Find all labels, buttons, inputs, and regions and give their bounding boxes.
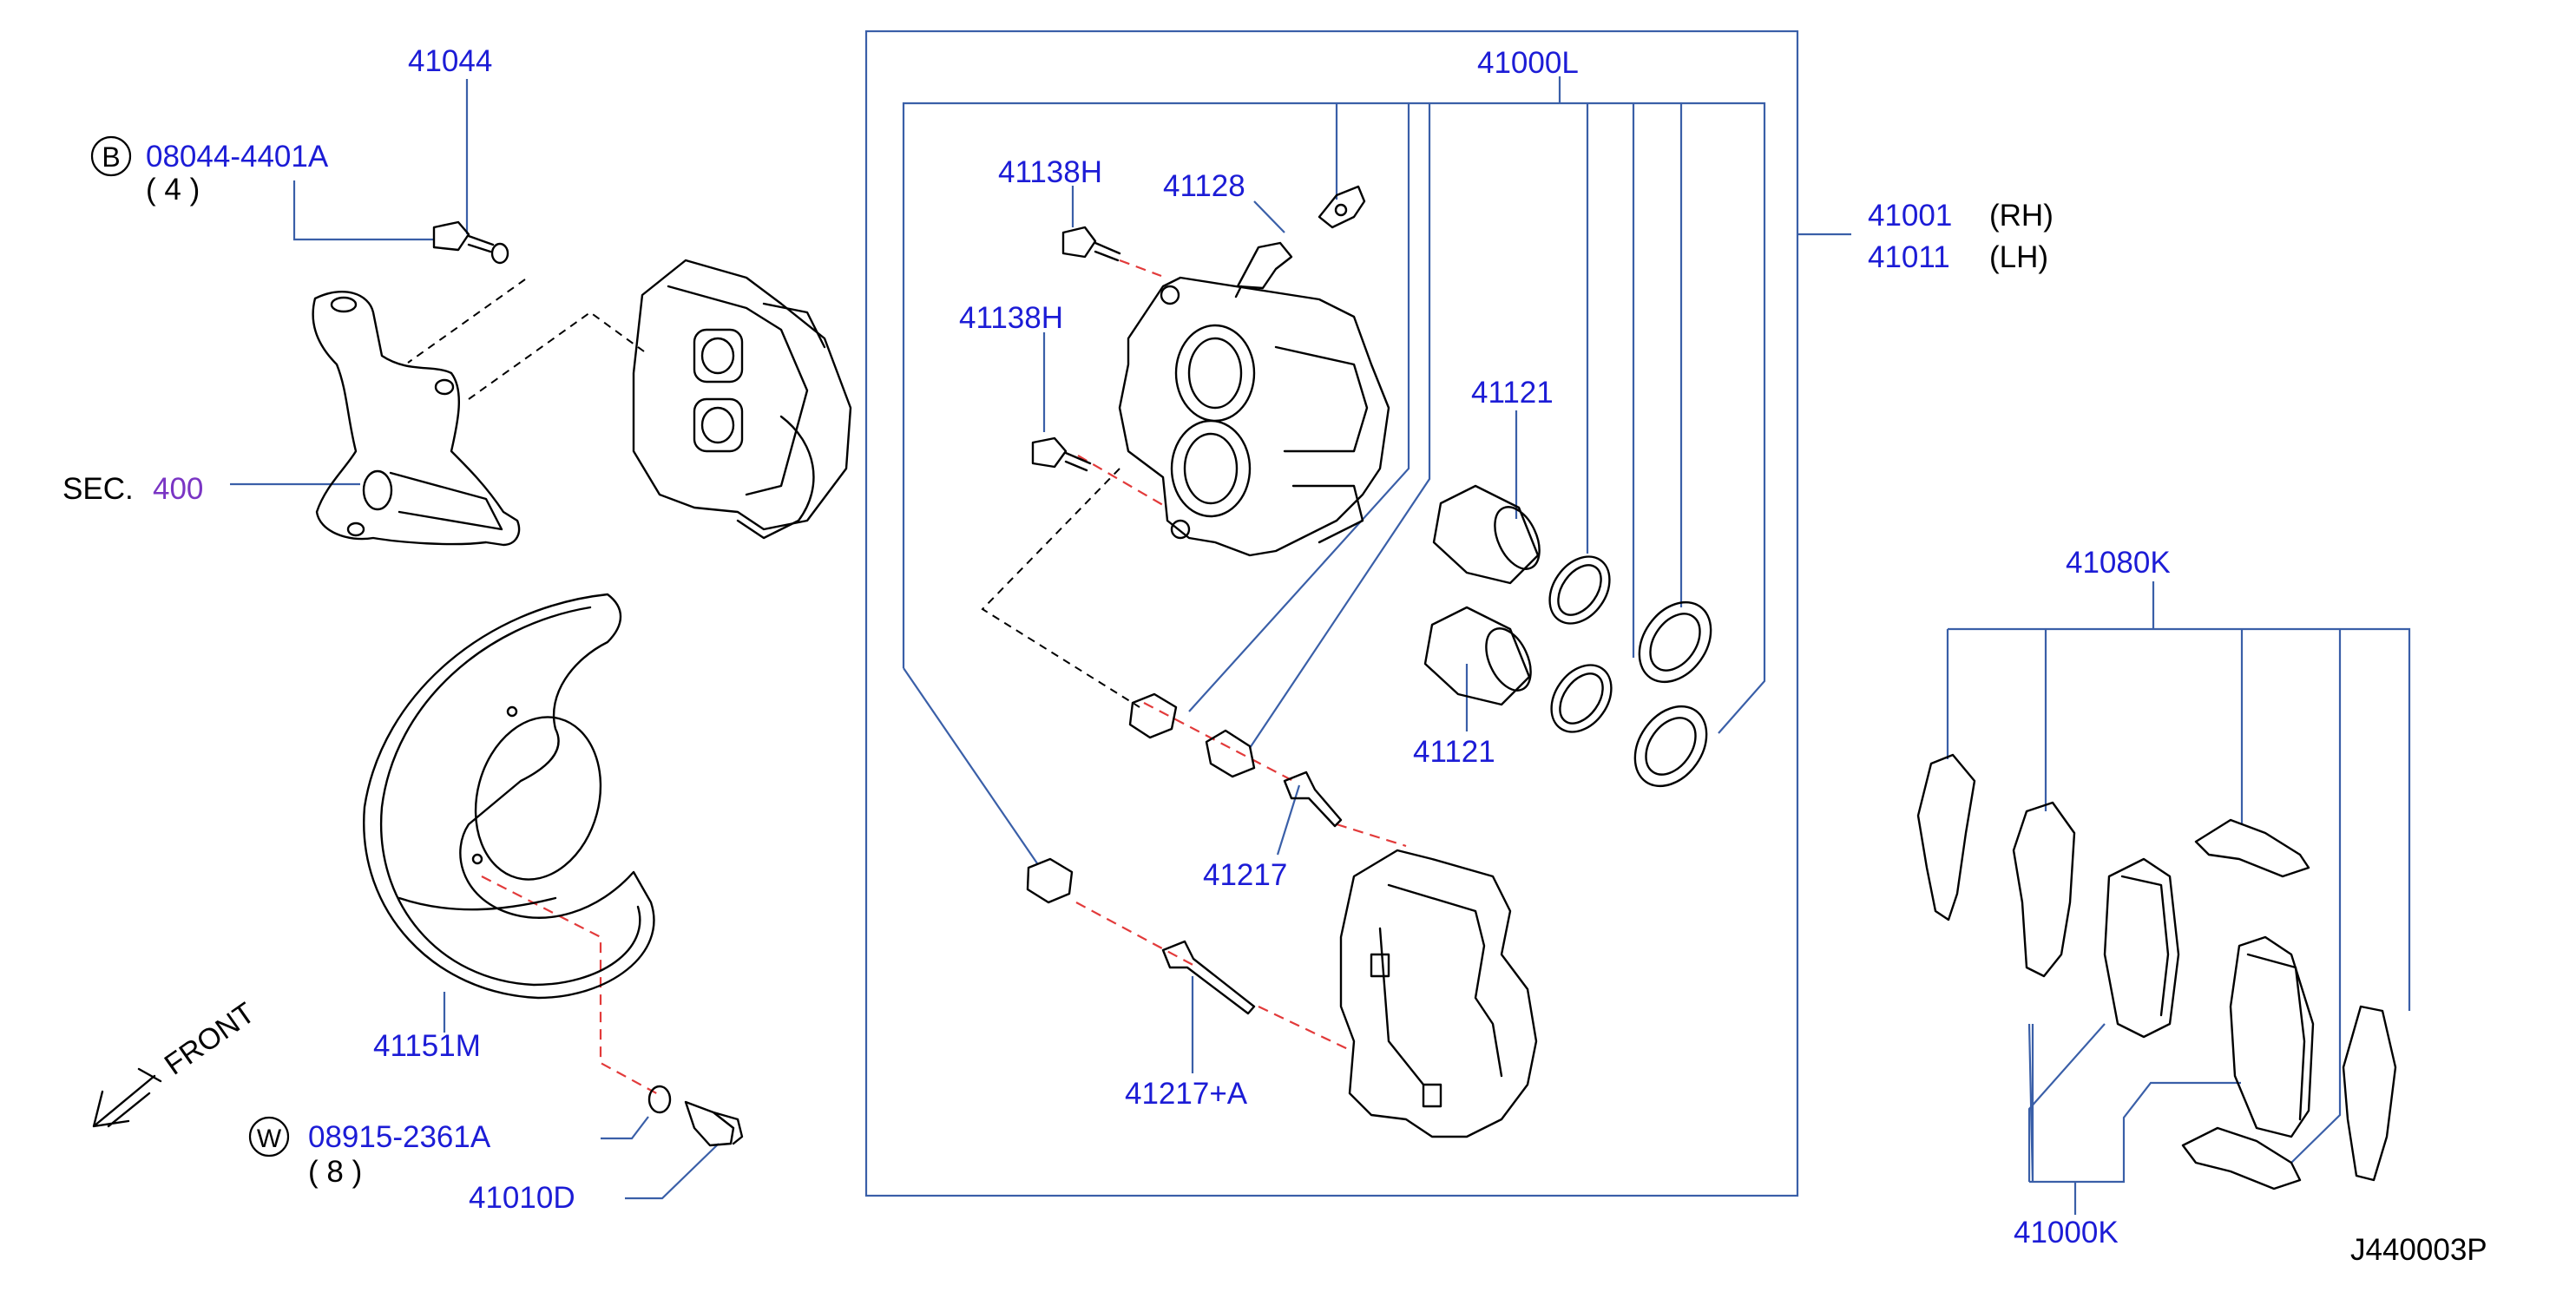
circle-b-icon: B [90, 135, 132, 177]
caliper-bracket [1339, 849, 1538, 1138]
splash-shield [363, 593, 655, 1000]
label-lh: (LH) [1989, 240, 2048, 274]
label-sec-prefix: SEC. [62, 472, 134, 506]
shield-washer-and-bolt [647, 1085, 744, 1147]
label-41010d: 41010D [469, 1181, 575, 1215]
pad-shims-and-pads [1916, 753, 2397, 1190]
label-41217: 41217 [1203, 858, 1287, 892]
label-bolt-b-qty: ( 4 ) [146, 173, 200, 207]
label-41138h-upper: 41138H [998, 155, 1102, 189]
caliper-bolts-and-bleeder [1031, 185, 1366, 472]
pin-boots [1026, 692, 1256, 904]
label-washer-w: 08915-2361A [308, 1120, 491, 1154]
label-41128: 41128 [1163, 169, 1245, 203]
label-41138h-lower: 41138H [959, 301, 1063, 335]
label-41151m: 41151M [373, 1029, 481, 1063]
label-bolt-b: 08044-4401A [146, 140, 329, 174]
circle-w-icon: W [248, 1116, 290, 1158]
diagram-id: J440003P [2350, 1233, 2487, 1267]
caliper-body [1118, 276, 1390, 557]
caliper-installed-view [632, 259, 852, 540]
pistons-and-seals [1423, 484, 1712, 788]
label-41000k: 41000K [2014, 1216, 2119, 1249]
caliper-assembly-frame [864, 30, 1799, 1197]
knuckle-bolt [432, 220, 509, 265]
label-sec-num: 400 [153, 472, 203, 506]
w-marker-letter: W [257, 1125, 282, 1153]
label-front: FRONT [159, 996, 261, 1081]
hidden-lines [407, 259, 1407, 1096]
label-41080k: 41080K [2066, 546, 2171, 580]
part-labels: 41044 08044-4401A ( 4 ) SEC. 400 41151M … [62, 44, 2487, 1267]
label-washer-w-qty: ( 8 ) [308, 1155, 362, 1189]
steering-knuckle [312, 291, 521, 547]
label-41011: 41011 [1868, 240, 1950, 274]
label-41121-upper: 41121 [1471, 376, 1554, 410]
leader-lines [230, 30, 2411, 1215]
label-41001: 41001 [1868, 199, 1952, 233]
slide-pins [1161, 771, 1343, 1015]
label-41217a: 41217+A [1125, 1077, 1248, 1111]
front-arrow-icon [92, 1067, 162, 1128]
label-rh: (RH) [1989, 199, 2054, 233]
label-41000l: 41000L [1477, 46, 1579, 80]
label-41044: 41044 [408, 44, 492, 78]
b-marker-letter: B [102, 141, 120, 173]
label-41121-lower: 41121 [1413, 735, 1495, 769]
